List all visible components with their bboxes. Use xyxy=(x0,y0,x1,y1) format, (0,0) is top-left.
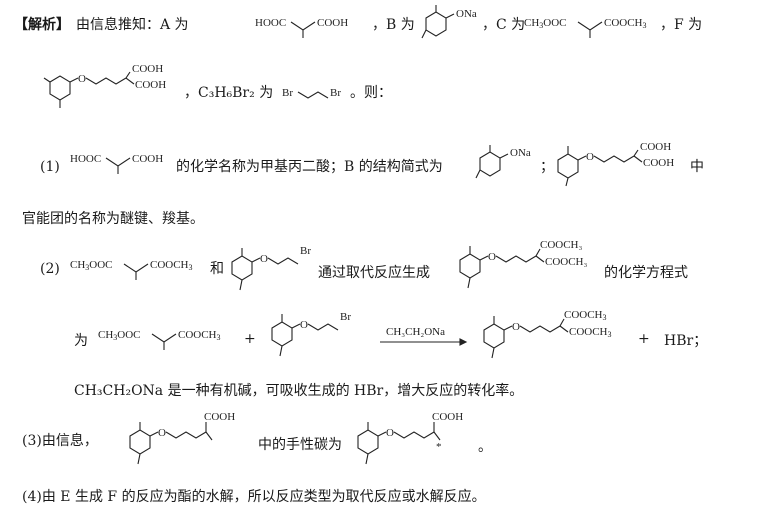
svg-text:ONa: ONa xyxy=(456,8,477,20)
svg-text:COOCH3: COOCH3 xyxy=(178,329,221,342)
svg-text:COOCH3: COOCH3 xyxy=(604,17,647,30)
equation-ester: CH3OOC COOCH3 xyxy=(98,329,221,350)
dibromopropane-structure: Br Br xyxy=(282,87,341,99)
compound-b-structure: ONa xyxy=(421,5,477,39)
equation-plus-2: + xyxy=(638,331,650,347)
compound-f-prefix: ，F 为 xyxy=(660,17,703,33)
svg-text:Br: Br xyxy=(340,311,351,323)
svg-text:O: O xyxy=(300,319,308,331)
part3-end: 。 xyxy=(478,439,492,455)
equation-hbr: HBr； xyxy=(664,333,708,349)
part1-text-c: 官能团的名称为醚键、羧基。 xyxy=(22,211,204,227)
equation-plus-1: + xyxy=(244,331,256,347)
svg-text:O: O xyxy=(586,151,594,163)
svg-text:O: O xyxy=(78,73,86,85)
reaction-reagent: CH₃CH₂ONa xyxy=(386,326,446,338)
equation-product: O COOCH3 COOCH3 xyxy=(483,309,612,359)
equation-bromide: O Br xyxy=(271,311,351,357)
compound-b-prefix: ，B 为 xyxy=(372,17,415,33)
part1-f-structure: O COOH COOH xyxy=(557,141,674,187)
svg-text:Br: Br xyxy=(330,87,341,99)
part3-number: (3)由信息， xyxy=(22,433,98,449)
svg-text:O: O xyxy=(158,427,166,439)
part1-sep: ； xyxy=(540,159,554,175)
compound-c-prefix: ，C 为 xyxy=(482,17,526,33)
svg-text:COOCH3: COOCH3 xyxy=(569,326,612,339)
part1-b-structure: ONa xyxy=(475,145,531,179)
part2-number: (2) xyxy=(40,261,60,277)
svg-text:Br: Br xyxy=(300,245,311,257)
svg-text:O: O xyxy=(512,321,520,333)
part1-text-b: 中 xyxy=(690,159,704,175)
svg-text:Br: Br xyxy=(282,87,293,99)
svg-text:COOH: COOH xyxy=(317,17,348,29)
part4-text: (4)由 E 生成 F 的反应为酯的水解，所以反应类型为取代反应或水解反应。 xyxy=(22,489,486,505)
part3-text-a: 中的手性碳为 xyxy=(258,437,342,453)
svg-text:COOH: COOH xyxy=(643,157,674,169)
part2-note: CH₃CH₂ONa 是一种有机碱，可吸收生成的 HBr，增大反应的转化率。 xyxy=(74,383,524,399)
svg-text:COOH: COOH xyxy=(432,411,463,423)
svg-text:O: O xyxy=(386,427,394,439)
part3-acid-structure: O COOH xyxy=(129,411,235,465)
part2-text-b: 的化学方程式 xyxy=(604,265,688,281)
svg-text:O: O xyxy=(260,253,268,265)
part2-product-structure: O COOCH₃ COOCH₃ xyxy=(459,239,588,289)
line2-tail: 。则： xyxy=(350,85,392,101)
svg-text:COOH: COOH xyxy=(132,153,163,165)
svg-text:CH3OOC: CH3OOC xyxy=(98,329,141,342)
svg-text:O: O xyxy=(488,251,496,263)
compound-f-structure: O COOH COOH xyxy=(43,63,166,108)
svg-text:COOH: COOH xyxy=(132,63,163,75)
svg-text:COOCH₃: COOCH₃ xyxy=(545,256,588,268)
svg-text:COOH: COOH xyxy=(204,411,235,423)
analysis-tag: 【解析】 xyxy=(14,17,70,33)
part2-and: 和 xyxy=(210,261,224,277)
part2-text-a: 通过取代反应生成 xyxy=(318,265,430,281)
part2-ester-structure: CH3OOC COOCH3 xyxy=(70,259,193,280)
svg-text:COOCH₃: COOCH₃ xyxy=(540,239,583,251)
part3-chiral-structure: O COOH * xyxy=(357,411,463,465)
svg-text:HOOC: HOOC xyxy=(255,17,286,29)
compound-c-structure: CH3OOC COOCH3 xyxy=(524,17,647,38)
intro-text: 由信息推知：A 为 xyxy=(76,17,189,33)
svg-text:COOH: COOH xyxy=(640,141,671,153)
reagent-label: ，C₃H₆Br₂ 为 xyxy=(184,85,274,101)
part1-acid-structure: HOOC COOH xyxy=(70,153,163,174)
compound-a-structure: HOOC COOH xyxy=(255,17,348,38)
part2-bromide-structure: O Br xyxy=(231,245,311,291)
svg-text:CH3OOC: CH3OOC xyxy=(524,17,567,30)
part1-number: (1) xyxy=(40,159,60,175)
part1-text-a: 的化学名称为甲基丙二酸；B 的结构简式为 xyxy=(176,159,443,175)
reaction-arrow xyxy=(380,338,468,346)
svg-text:ONa: ONa xyxy=(510,147,531,159)
svg-text:COOCH3: COOCH3 xyxy=(150,259,193,272)
svg-text:COOH: COOH xyxy=(135,79,166,91)
svg-text:HOOC: HOOC xyxy=(70,153,101,165)
svg-text:COOCH3: COOCH3 xyxy=(564,309,607,322)
equation-prefix: 为 xyxy=(74,333,88,349)
svg-text:*: * xyxy=(436,441,442,453)
svg-text:CH3OOC: CH3OOC xyxy=(70,259,113,272)
